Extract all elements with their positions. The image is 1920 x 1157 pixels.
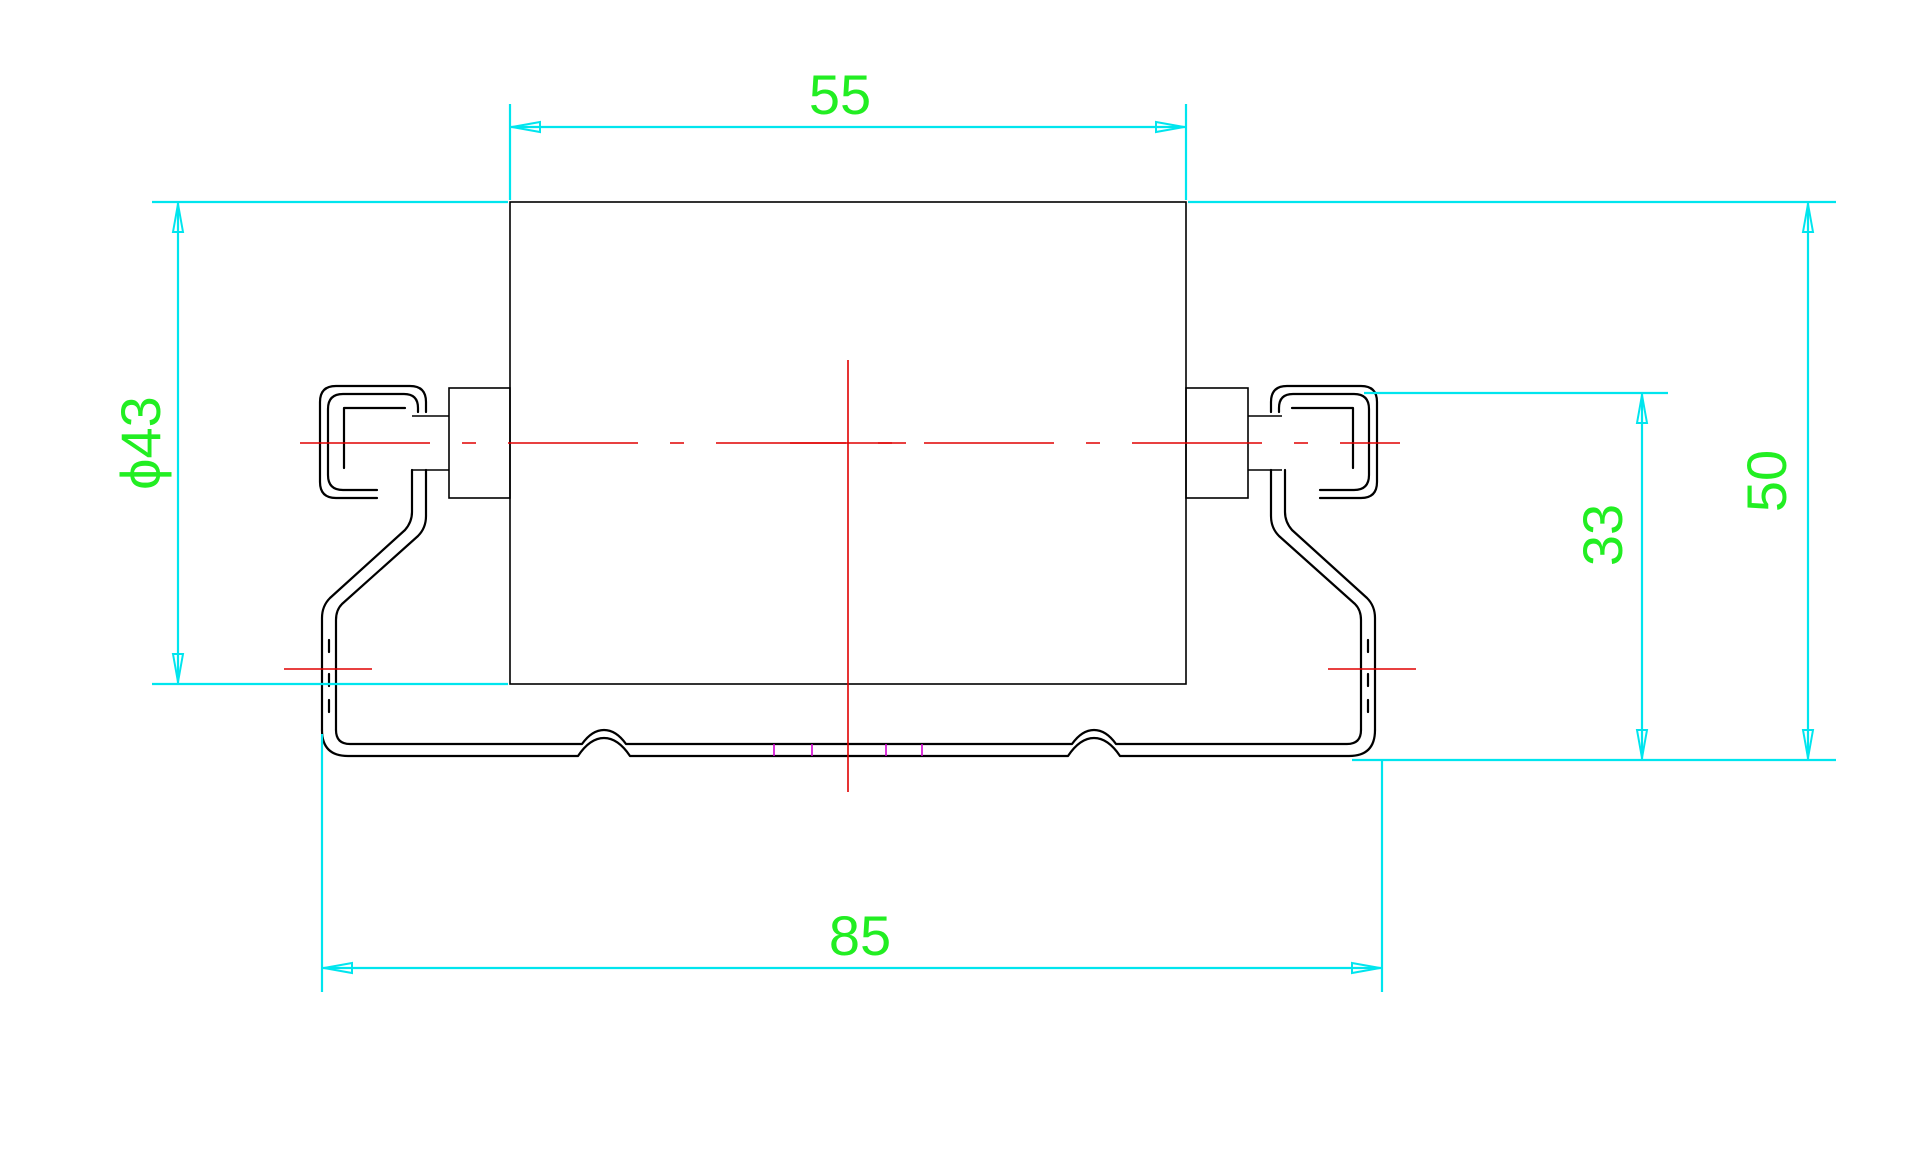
dimension-33: 33 <box>1364 391 1668 760</box>
dim-text-50: 50 <box>1735 450 1798 512</box>
left-bracket <box>318 384 428 732</box>
right-bracket <box>1269 384 1379 732</box>
dim-text-diameter-43: ϕ43 <box>109 396 172 490</box>
dim-text-55: 55 <box>809 63 871 126</box>
dimension-85: 85 <box>320 734 1384 992</box>
center-lines <box>284 360 1416 792</box>
dim-text-85: 85 <box>829 904 891 967</box>
dimension-55: 55 <box>508 63 1188 200</box>
dim-text-33: 33 <box>1571 504 1634 566</box>
dimension-50: 50 <box>1188 200 1836 762</box>
left-axle-hub <box>448 387 511 499</box>
base-tick-marks <box>773 744 923 756</box>
base-channel <box>320 728 1377 758</box>
dimension-diameter-43: ϕ43 <box>109 200 508 686</box>
left-axle-shaft <box>412 415 449 471</box>
right-axle-shaft <box>1248 415 1282 471</box>
